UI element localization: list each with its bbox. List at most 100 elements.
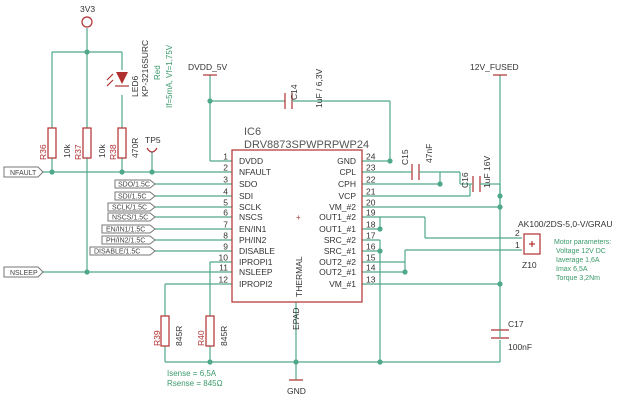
c16-value: 1uF 16V bbox=[482, 156, 492, 188]
netlabel-sclk: SCLK/1.5C bbox=[107, 202, 156, 212]
r39-ref: R39 bbox=[152, 330, 162, 346]
ic-pin-number: 15 bbox=[366, 253, 376, 263]
r40-ref: R40 bbox=[196, 330, 206, 346]
netlabel-ph-in2: PH/IN2/1.5C bbox=[101, 235, 156, 245]
r37-ref: R37 bbox=[73, 144, 83, 160]
ic-pin-number: 20 bbox=[366, 198, 376, 208]
ic-pin-name: NSCS bbox=[239, 212, 263, 222]
netlabel-nsleep: NSLEEP bbox=[3, 266, 44, 278]
ic-pin-name: SRC_#1 bbox=[324, 246, 356, 256]
svg-text:Imax 6,5A: Imax 6,5A bbox=[556, 266, 588, 273]
ic-right-pins: 24GND23CPL22CPH21VCP20VM_#219OUT1_#218OU… bbox=[319, 152, 376, 290]
ic-pin-number: 16 bbox=[366, 242, 376, 252]
power-dvdd-label: DVDD_5V bbox=[188, 62, 228, 72]
ic-pin-number: 9 bbox=[223, 242, 228, 252]
junctions bbox=[49, 49, 503, 365]
ic-pin-name: NSLEEP bbox=[239, 267, 273, 277]
motor-pin1: 1 bbox=[515, 240, 520, 250]
resistor-r40: R40 845R bbox=[196, 315, 229, 347]
ic-pin-number: 1 bbox=[223, 152, 228, 162]
r38-value: 470R bbox=[130, 138, 140, 158]
c14-value: 1uF / 6,3V bbox=[314, 68, 324, 108]
capacitor-c14: C14 1uF / 6,3V bbox=[284, 68, 328, 109]
power-3v3-label: 3V3 bbox=[80, 4, 95, 14]
power-12v: 12V_FUSED bbox=[470, 62, 519, 76]
c17-value: 100nF bbox=[508, 342, 532, 352]
r39-value: 845R bbox=[174, 326, 184, 346]
netlabel-disable: DISABLE/1.5C bbox=[89, 246, 156, 256]
ic-pin-number: 7 bbox=[223, 220, 228, 230]
power-12v-label: 12V_FUSED bbox=[470, 62, 519, 72]
ic-pin-number: 11 bbox=[219, 263, 228, 273]
ic-pin-number: 10 bbox=[219, 253, 229, 263]
ic-pin-number: 13 bbox=[366, 275, 376, 285]
ic-part: DRV8873SPWPRPWP24 bbox=[244, 139, 369, 151]
ic-pin-name: IPROPI2 bbox=[239, 279, 273, 289]
c15-value: 47nF bbox=[424, 144, 434, 163]
ic-pin-name: OUT1_#1 bbox=[319, 224, 356, 234]
svg-text:DISABLE/1.5C: DISABLE/1.5C bbox=[94, 249, 140, 256]
ic-pin-number: 21 bbox=[366, 187, 376, 197]
svg-text:Torque 3,2Nm: Torque 3,2Nm bbox=[556, 275, 600, 282]
ic-pin-number: 14 bbox=[366, 263, 376, 273]
c16-ref: C16 bbox=[460, 172, 470, 188]
power-gnd-label: GND bbox=[287, 386, 306, 396]
ic-pin-name: GND bbox=[337, 156, 356, 166]
resistor-r39: R39 845R bbox=[152, 315, 184, 347]
ic-pin-name: SDI bbox=[239, 191, 253, 201]
ic-pin-number: 22 bbox=[366, 175, 376, 185]
ic-pin-name: SCLK bbox=[239, 202, 262, 212]
r40-value: 845R bbox=[219, 326, 229, 346]
led-part: KP-3216SURC bbox=[140, 40, 150, 97]
wires bbox=[42, 28, 522, 380]
c15-ref: C15 bbox=[400, 149, 410, 165]
ic-pin-name: IPROPI1 bbox=[239, 257, 273, 267]
spi-net-labels: SDO/1.5C SDI/1.5C SCLK/1.5C NSCS/1.5C EN… bbox=[89, 179, 156, 256]
ic-pin-name: OUT2_#1 bbox=[319, 267, 356, 277]
power-3v3: 3V3 bbox=[80, 4, 95, 28]
testpoint-tp5: TP5 bbox=[145, 135, 161, 153]
ic-pin-number: 18 bbox=[366, 220, 376, 230]
ic-pin-name: CPL bbox=[339, 167, 356, 177]
motor-pin2: 2 bbox=[515, 228, 520, 238]
nsleep-label-text: NSLEEP bbox=[10, 270, 38, 277]
capacitor-c15: C15 47nF bbox=[400, 144, 434, 180]
ic-pin-number: 5 bbox=[223, 198, 228, 208]
led-color: Red bbox=[153, 65, 162, 80]
ic-pin-number: 24 bbox=[366, 152, 376, 162]
resistor-r38: R38 470R bbox=[108, 127, 140, 160]
motor-ref: Z10 bbox=[522, 260, 537, 270]
svg-text:Iaverage 1,6A: Iaverage 1,6A bbox=[556, 257, 600, 264]
ic-pin-number: 12 bbox=[219, 275, 229, 285]
svg-text:Voltage 12V DC: Voltage 12V DC bbox=[556, 248, 606, 255]
netlabel-nfault: NFAULT bbox=[3, 166, 44, 178]
svg-text:NSCS/1.5C: NSCS/1.5C bbox=[112, 215, 148, 222]
ic-pin-name: EN/IN1 bbox=[239, 224, 267, 234]
ic-pin-number: 19 bbox=[366, 208, 376, 218]
ic-pin-name: VCP bbox=[339, 191, 357, 201]
ic-pin-name: PH/IN2 bbox=[239, 235, 267, 245]
ic-epad: EPAD bbox=[291, 307, 301, 330]
ic-pin-name: VM_#2 bbox=[329, 202, 356, 212]
power-gnd: GND bbox=[287, 379, 306, 396]
netlabel-nscs: NSCS/1.5C bbox=[107, 212, 156, 222]
sense-note: Isense = 6,5A Rsense = 845Ω bbox=[167, 369, 223, 388]
power-dvdd: DVDD_5V bbox=[188, 62, 228, 76]
ic-pin-name: OUT2_#2 bbox=[319, 257, 356, 267]
ic-pin-number: 2 bbox=[223, 163, 228, 173]
svg-text:SDO/1.5C: SDO/1.5C bbox=[118, 182, 150, 189]
svg-text:Rsense = 845Ω: Rsense = 845Ω bbox=[167, 379, 223, 388]
ic-pin-name: DISABLE bbox=[239, 246, 275, 256]
motor-connector-z10: AK100/2DS-5,0-V/GRAU 2 1 Z10 Motor param… bbox=[515, 219, 612, 282]
netlabel-en-in1: EN/IN1/1.5C bbox=[101, 224, 156, 234]
r37-value: 10k bbox=[97, 144, 107, 158]
svg-text:SCLK/1.5C: SCLK/1.5C bbox=[112, 205, 147, 212]
ic-ref: IC6 bbox=[244, 126, 261, 138]
r38-ref: R38 bbox=[108, 144, 118, 160]
c14-ref: C14 bbox=[289, 84, 299, 100]
ic-thermal: THERMAL bbox=[294, 256, 304, 297]
ic-pin-number: 4 bbox=[223, 187, 228, 197]
led-led6: LED6 KP-3216SURC Red If=5mA, Vf=1,75V bbox=[106, 40, 174, 108]
